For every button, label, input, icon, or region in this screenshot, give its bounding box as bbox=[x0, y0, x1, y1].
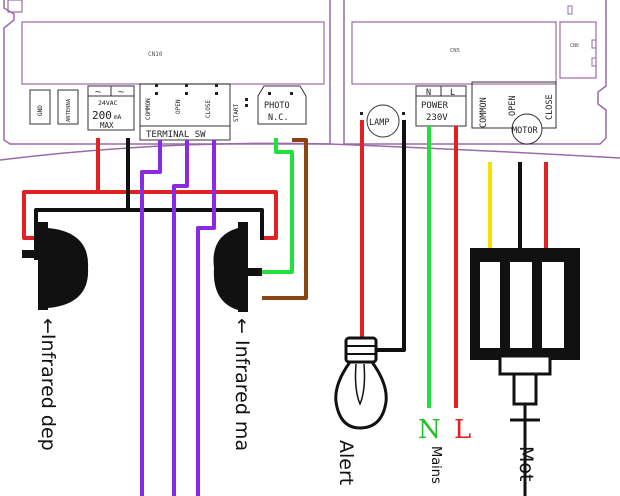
wire-purple-common bbox=[140, 140, 162, 496]
terminal-antenna bbox=[57, 89, 79, 125]
terminal-gnd bbox=[29, 89, 51, 125]
terminal-power-230v: N L POWER 230V bbox=[415, 85, 467, 127]
power-title: POWER bbox=[421, 101, 449, 111]
right-chip bbox=[351, 21, 557, 85]
wire-brown-photo bbox=[262, 138, 308, 300]
infrared-sensor-left bbox=[22, 222, 89, 310]
wires bbox=[22, 120, 548, 496]
terminal-antenna-label: ANTENNA bbox=[66, 98, 72, 122]
photo-sub: N.C. bbox=[268, 113, 288, 123]
terminal-gnd-label: GND bbox=[37, 105, 44, 116]
terminal-start-label: START bbox=[233, 104, 240, 122]
label-motor: Mot bbox=[515, 446, 537, 481]
wire-red-power bbox=[22, 138, 278, 240]
motor-terminal bbox=[511, 113, 543, 145]
label-alert: Alert bbox=[335, 440, 357, 485]
motor-body bbox=[470, 248, 580, 496]
max-label: MAX bbox=[100, 121, 114, 130]
left-control-board: CN10 GND ANTENNA ~ ~ 24VAC 200 mA MAX CO… bbox=[0, 0, 331, 161]
infrared-sensor-right bbox=[213, 222, 262, 312]
alert-lamp bbox=[334, 336, 388, 430]
unit-ma: mA bbox=[114, 114, 122, 121]
label-N: N bbox=[418, 415, 441, 445]
wire-purple-open bbox=[172, 140, 189, 496]
wire-green-photo bbox=[258, 138, 294, 274]
terminal-photo: PHOTO N.C. bbox=[257, 85, 307, 125]
board-edge-curve-left bbox=[0, 142, 331, 161]
label-infrared-right: ← Infrared ma bbox=[231, 318, 253, 451]
right-chip-label: CN5 bbox=[450, 48, 460, 54]
terminal-close-label: CLOSE bbox=[205, 100, 212, 118]
terminal-open-label: OPEN bbox=[175, 99, 182, 114]
label-L: L bbox=[454, 415, 471, 445]
wire-purple-close bbox=[196, 140, 216, 496]
power-n-label: N bbox=[426, 88, 431, 98]
board-edge-curve-right bbox=[329, 143, 620, 159]
rating-200: 200 bbox=[92, 109, 112, 122]
photo-title: PHOTO bbox=[264, 101, 290, 111]
right-common-label: COMMON bbox=[479, 97, 489, 128]
left-chip-label: CN10 bbox=[148, 51, 163, 58]
power-voltage: 230V bbox=[426, 113, 448, 123]
right-motor-label: MOTOR bbox=[512, 126, 538, 136]
lamp-terminal bbox=[366, 104, 400, 138]
power-l-label: L bbox=[450, 88, 455, 98]
ac-symbol-2: ~ bbox=[118, 87, 124, 98]
wire-black-lamp bbox=[376, 120, 406, 352]
ac-symbol-1: ~ bbox=[95, 87, 101, 98]
label-mains: Mains bbox=[428, 446, 443, 484]
right-close-label: CLOSE bbox=[545, 94, 555, 120]
right-open-label: OPEN bbox=[508, 96, 518, 116]
label-infrared-left: ←Infrared dep bbox=[37, 318, 59, 451]
terminal-24vac: ~ ~ 24VAC 200 mA MAX bbox=[87, 85, 135, 131]
voltage-24vac: 24VAC bbox=[98, 99, 118, 107]
left-chip bbox=[21, 21, 325, 85]
terminal-sw-label: TERMINAL SW bbox=[146, 130, 206, 140]
lamp-label: LAMP bbox=[369, 118, 389, 128]
right-power-board: CN5 CN6 LAMP N L POWER 230V COMMON OPEN … bbox=[329, 0, 620, 159]
terminal-common-label: COMMON bbox=[145, 98, 152, 120]
right-side-label: CN6 bbox=[570, 43, 579, 49]
